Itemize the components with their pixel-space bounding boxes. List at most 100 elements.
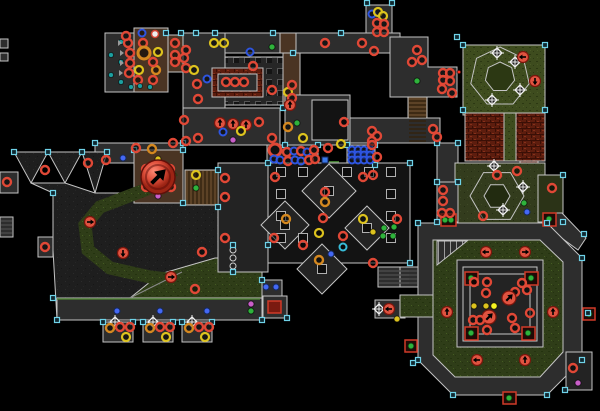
pillar[interactable] [317, 264, 327, 274]
thing-red-donut[interactable] [229, 76, 241, 88]
vertex-marker[interactable] [454, 178, 462, 186]
thing-red-donut[interactable] [219, 232, 231, 244]
thing-blue-donut[interactable] [137, 28, 147, 38]
thing-orange-donut[interactable] [144, 322, 156, 334]
thing-red-donut[interactable] [1, 176, 13, 188]
sector-court-hex-outline[interactable] [469, 172, 525, 220]
thing-red-donut[interactable] [39, 241, 51, 253]
thing-blue-square[interactable] [321, 156, 329, 164]
thing-blue[interactable] [272, 283, 280, 291]
thing-red-donut[interactable] [154, 321, 166, 333]
vertex-marker[interactable] [559, 218, 567, 226]
vertex-marker[interactable] [211, 29, 219, 37]
thing-green[interactable] [247, 307, 255, 315]
vertex-marker[interactable] [578, 356, 586, 364]
thing-yellow-bright[interactable] [490, 302, 498, 310]
thing-red-donut-large[interactable] [267, 142, 283, 158]
vertex-marker[interactable] [269, 29, 277, 37]
thing-red-donut[interactable] [436, 207, 448, 219]
vertex-marker[interactable] [229, 241, 237, 249]
vertex-marker[interactable] [337, 29, 345, 37]
sector-arena-entry[interactable] [399, 294, 434, 318]
vertex-marker[interactable] [192, 29, 200, 37]
vertex-marker[interactable] [179, 146, 187, 154]
vertex-marker[interactable] [449, 391, 457, 399]
sector-stub-tl-b[interactable] [0, 52, 9, 62]
thing-red-donut[interactable] [82, 157, 94, 169]
thing-yellow-donut[interactable] [335, 138, 347, 150]
thing-yellow[interactable] [482, 302, 490, 310]
thing-yellow-donut[interactable] [377, 10, 389, 22]
thing-orange-donut-large[interactable] [136, 45, 152, 61]
thing-magenta[interactable] [574, 379, 582, 387]
thing-blue-donut[interactable] [245, 47, 255, 57]
thing-red-donut[interactable] [480, 287, 492, 299]
thing-red-donut[interactable] [286, 79, 298, 91]
thing-green[interactable] [268, 43, 276, 51]
thing-red-donut[interactable] [253, 116, 265, 128]
vertex-marker[interactable] [433, 178, 441, 186]
thing-red-donut[interactable] [338, 116, 350, 128]
thing-red-donut[interactable] [100, 154, 112, 166]
thing-orange-donut[interactable] [319, 196, 331, 208]
sector-arena-west-stub[interactable] [399, 266, 419, 288]
thing-red-donut[interactable] [147, 74, 159, 86]
vertex-marker[interactable] [139, 318, 147, 326]
vertex-marker[interactable] [561, 386, 569, 394]
thing-red-donut[interactable] [114, 321, 126, 333]
vertex-marker[interactable] [264, 159, 272, 167]
sector-stub-tl-a[interactable] [0, 38, 9, 49]
vertex-marker[interactable] [406, 259, 414, 267]
thing-red-donut[interactable] [189, 283, 201, 295]
vertex-marker[interactable] [281, 141, 289, 149]
thing-red-donut[interactable] [193, 321, 205, 333]
thing-orange-donut[interactable] [146, 143, 158, 155]
thing-red-donut[interactable] [357, 171, 369, 183]
thing-blue-donut[interactable] [275, 155, 285, 165]
thing-red-donut[interactable] [511, 165, 523, 177]
pillar[interactable] [386, 167, 396, 177]
thing-yellow-donut[interactable] [357, 213, 369, 225]
vertex-marker[interactable] [283, 314, 291, 322]
thing-red-donut[interactable] [371, 151, 383, 163]
thing-blue[interactable] [119, 154, 127, 162]
vertex-marker[interactable] [433, 218, 441, 226]
thing-red-donut[interactable] [521, 284, 533, 296]
thing-red-donut[interactable] [516, 277, 528, 289]
thing-red-donut[interactable] [546, 182, 558, 194]
vertex-marker[interactable] [53, 316, 61, 324]
vertex-marker[interactable] [453, 33, 461, 41]
thing-red-donut[interactable] [268, 232, 280, 244]
thing-red-donut[interactable] [123, 67, 135, 79]
thing-green[interactable] [467, 329, 475, 337]
thing-red-donut[interactable] [317, 212, 329, 224]
vertex-marker[interactable] [543, 219, 551, 227]
thing-red-donut[interactable] [367, 257, 379, 269]
thing-teal[interactable] [128, 84, 134, 90]
sector-nukage-river[interactable] [78, 164, 186, 288]
thing-yellow-donut[interactable] [218, 37, 230, 49]
thing-green[interactable] [413, 77, 421, 85]
thing-orange-donut[interactable] [150, 64, 162, 76]
vertex-marker[interactable] [541, 41, 549, 49]
thing-red-donut[interactable] [436, 83, 448, 95]
pillar[interactable] [362, 223, 372, 233]
thing-red-donut[interactable] [406, 56, 418, 68]
sector-east-corridor[interactable] [349, 117, 441, 144]
thing-red-donut[interactable] [567, 362, 579, 374]
vertex-marker[interactable] [177, 29, 185, 37]
thing-yellow-donut[interactable] [190, 169, 202, 181]
thing-teal[interactable] [147, 84, 153, 90]
thing-blue[interactable] [262, 283, 270, 291]
thing-orange-donut[interactable] [313, 254, 325, 266]
vertex-marker[interactable] [162, 29, 170, 37]
vertex-marker[interactable] [229, 268, 237, 276]
pillar[interactable] [276, 189, 286, 199]
vertex-marker[interactable] [409, 359, 417, 367]
sector-arena-ring-a[interactable] [462, 266, 538, 342]
thing-red-donut[interactable] [147, 56, 159, 68]
vertex-marker[interactable] [454, 139, 462, 147]
vertex-marker[interactable] [559, 171, 567, 179]
